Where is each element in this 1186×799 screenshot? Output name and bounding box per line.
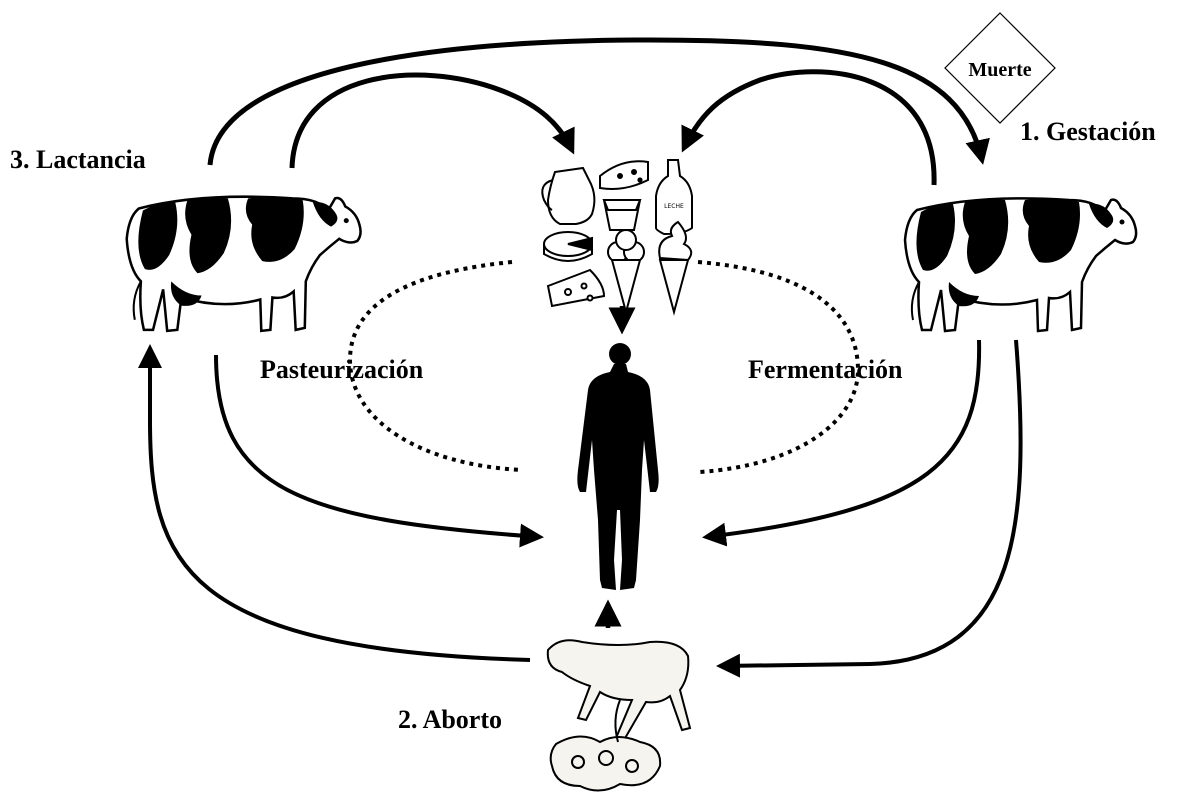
arrow-aborto-to-lactancia	[150, 348, 530, 660]
cow-gestacion	[905, 198, 1136, 331]
soft-serve-cone-icon	[659, 222, 691, 312]
bottle-label: LECHE	[664, 203, 684, 210]
fermentacion-label: Fermentación	[748, 355, 903, 384]
muerte-node: Muerte	[945, 13, 1055, 123]
cream-cup-icon	[604, 200, 640, 230]
milk-jug-icon	[542, 168, 594, 224]
dairy-products: LECHE	[542, 160, 692, 312]
aborto-label: 2. Aborto	[398, 705, 502, 734]
ice-cream-cone-icon	[608, 230, 644, 312]
holstein-cow-icon	[905, 198, 1136, 331]
swiss-cheese-icon	[548, 270, 604, 306]
milk-bottle-icon: LECHE	[656, 160, 692, 234]
cheese-wheel-icon	[544, 232, 592, 261]
pasteurizacion-label: Pasteurización	[260, 355, 424, 384]
arrow-lactancia-to-dairy	[292, 75, 572, 168]
arrows	[150, 40, 1021, 666]
aborted-calf-icon	[548, 640, 690, 790]
lactancia-label: 3. Lactancia	[10, 145, 146, 174]
muerte-label: Muerte	[968, 59, 1031, 81]
gestacion-label: 1. Gestación	[1020, 117, 1156, 146]
human-silhouette-icon	[577, 343, 658, 590]
cow-lactancia	[127, 197, 361, 331]
cheese-wedge-icon	[600, 161, 648, 189]
arrow-gestacion-to-dairy	[684, 72, 934, 185]
holstein-cow-icon	[127, 197, 361, 331]
